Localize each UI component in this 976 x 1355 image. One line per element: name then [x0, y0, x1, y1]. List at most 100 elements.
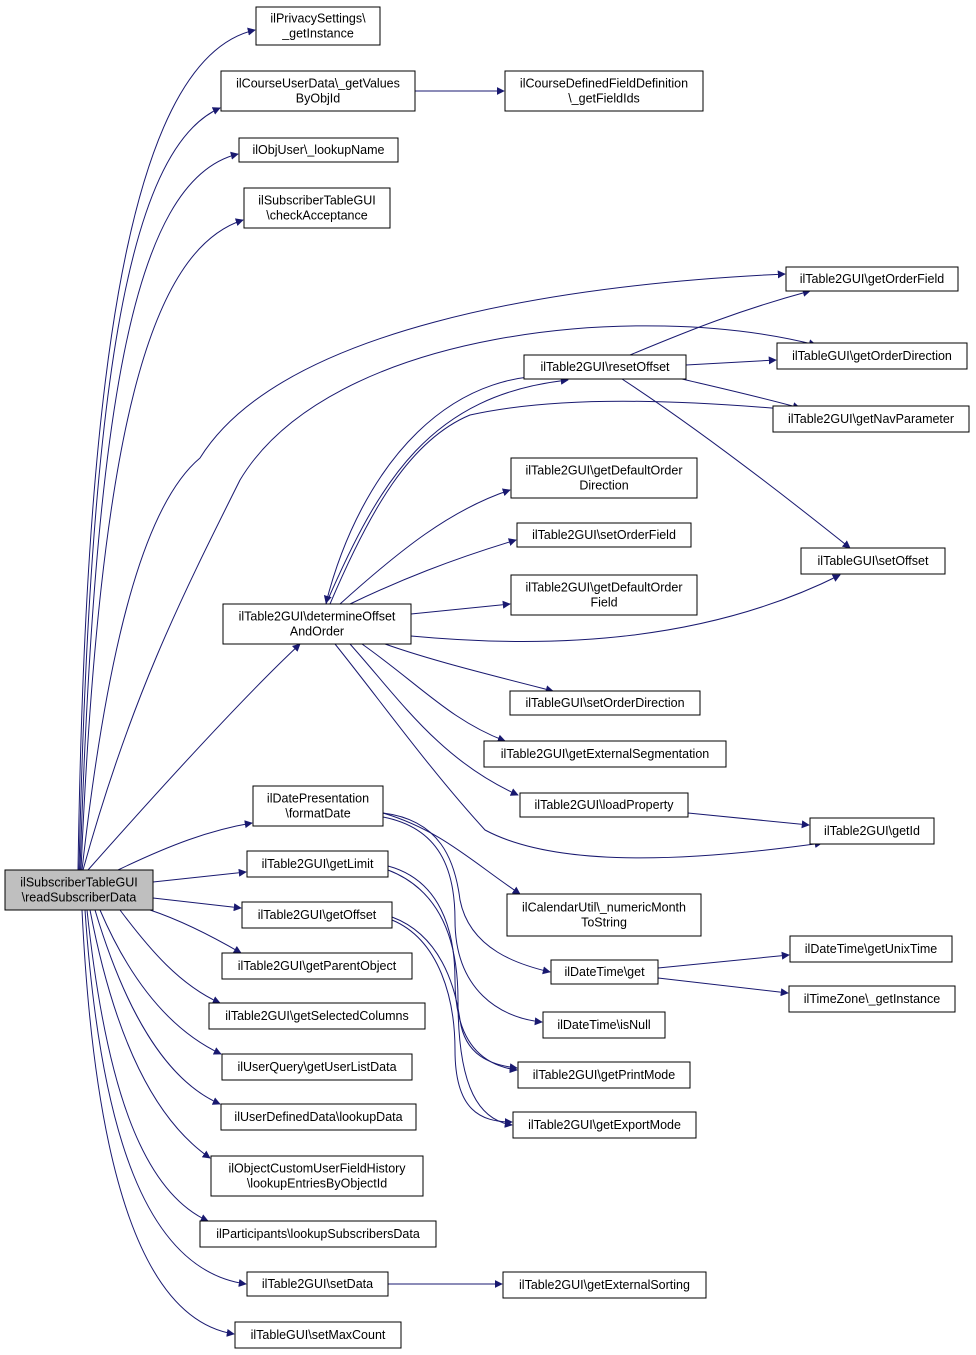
edge-loadprop-to-getid: [687, 812, 810, 829]
edge-getoffset-to-exportmode: [391, 919, 513, 1126]
node-label: ilCourseDefinedFieldDefinition: [520, 77, 688, 91]
node-getoffset[interactable]: ilTable2GUI\getOffset: [241, 901, 393, 929]
node-partsubs[interactable]: ilParticipants\lookupSubscribersData: [199, 1220, 437, 1248]
node-getorderfield[interactable]: ilTable2GUI\getOrderField: [785, 266, 959, 292]
node-box: [221, 952, 413, 980]
node-userlist[interactable]: ilUserQuery\getUserListData: [221, 1053, 413, 1081]
node-getnavparam[interactable]: ilTable2GUI\getNavParameter: [772, 405, 970, 433]
node-box: [234, 1321, 402, 1349]
edge-datetimeget-to-tzinst: [657, 977, 789, 997]
node-box: [512, 1111, 697, 1139]
node-resetoffset[interactable]: ilTable2GUI\resetOffset: [523, 354, 687, 380]
edge-datepres-to-isnull: [382, 816, 543, 1026]
node-box: [252, 785, 384, 827]
node-box: [238, 137, 399, 163]
edge-root-to-getorderdir: [82, 325, 817, 871]
node-label: ilTable2GUI\getNavParameter: [788, 412, 954, 426]
node-label: ilCourseUserData\_getValues: [236, 77, 400, 91]
edge-root-to-getoffset: [152, 897, 242, 912]
edge-determine-to-defaultorderdir: [339, 488, 511, 605]
edge-root-to-setdata: [84, 909, 247, 1287]
edge-resetoffset-to-getorderfield: [629, 289, 811, 356]
node-setdata[interactable]: ilTable2GUI\setData: [246, 1271, 389, 1297]
node-fieldids[interactable]: ilCourseDefinedFieldDefinition\_getField…: [504, 70, 704, 112]
nodes-layer: ilSubscriberTableGUI\readSubscriberData i…: [4, 6, 970, 1349]
edge-determine-to-setoffset: [410, 574, 841, 642]
node-checkacc[interactable]: ilSubscriberTableGUI\checkAcceptance: [243, 187, 391, 229]
edge-resetoffset-to-setoffset: [621, 378, 851, 549]
node-box: [776, 342, 968, 370]
node-box: [542, 1011, 666, 1039]
node-setoffset[interactable]: ilTableGUI\setOffset: [800, 547, 946, 575]
node-extseg[interactable]: ilTable2GUI\getExternalSegmentation: [483, 740, 727, 768]
edges-layer: [77, 27, 851, 1337]
node-label: ilTable2GUI\getLimit: [262, 857, 374, 871]
node-label: ilCalendarUtil\_numericMonth: [522, 901, 686, 915]
node-extsort[interactable]: ilTable2GUI\getExternalSorting: [502, 1271, 707, 1299]
node-box: [809, 817, 935, 845]
node-setorderfield[interactable]: ilTable2GUI\setOrderField: [516, 522, 692, 548]
node-datepres[interactable]: ilDatePresentation\formatDate: [252, 785, 384, 827]
edge-root-to-setmaxcount: [81, 909, 235, 1337]
node-label: ilTable2GUI\resetOffset: [541, 360, 671, 374]
node-loadprop[interactable]: ilTable2GUI\loadProperty: [519, 792, 689, 818]
node-label: \lookupEntriesByObjectId: [247, 1177, 387, 1191]
node-datetimeget[interactable]: ilDateTime\get: [550, 959, 659, 985]
edge-determine-to-loadprop: [349, 643, 519, 796]
node-unixtime[interactable]: ilDateTime\getUnixTime: [789, 935, 953, 963]
node-box: [221, 1053, 413, 1081]
node-setorderdir[interactable]: ilTableGUI\setOrderDirection: [509, 690, 701, 716]
node-udflookup[interactable]: ilUserDefinedData\lookupData: [220, 1103, 417, 1131]
node-privacy[interactable]: ilPrivacySettings\_getInstance: [255, 6, 381, 46]
node-box: [509, 690, 701, 716]
node-getorderdir[interactable]: ilTableGUI\getOrderDirection: [776, 342, 968, 370]
node-printmode[interactable]: ilTable2GUI\getPrintMode: [517, 1061, 691, 1089]
node-box: [220, 70, 416, 112]
node-label: ilTable2GUI\getPrintMode: [533, 1068, 675, 1082]
node-getlimit[interactable]: ilTable2GUI\getLimit: [246, 850, 389, 878]
edge-datetimeget-to-unixtime: [657, 951, 790, 969]
node-label: ilTable2GUI\setData: [262, 1277, 373, 1291]
edge-determine-to-resetoffset: [325, 376, 569, 605]
node-label: ilTable2GUI\setOrderField: [532, 528, 676, 542]
node-getid[interactable]: ilTable2GUI\getId: [809, 817, 935, 845]
node-label: ilDateTime\isNull: [557, 1018, 650, 1032]
node-root[interactable]: ilSubscriberTableGUI\readSubscriberData: [4, 869, 154, 911]
node-label: ByObjId: [296, 92, 341, 106]
node-box: [220, 1103, 417, 1131]
edge-root-to-getorderfield: [81, 270, 786, 871]
edge-getlimit-to-printmode: [387, 865, 518, 1073]
node-label: ilTable2GUI\getExternalSegmentation: [501, 747, 710, 761]
node-exportmode[interactable]: ilTable2GUI\getExportMode: [512, 1111, 697, 1139]
node-box: [199, 1220, 437, 1248]
node-label: ilUserDefinedData\lookupData: [234, 1110, 402, 1124]
node-label: ilTableGUI\getOrderDirection: [792, 349, 952, 363]
node-label: ilPrivacySettings\: [270, 12, 366, 26]
node-label: \checkAcceptance: [266, 209, 367, 223]
edge-root-to-udflookup: [94, 909, 221, 1105]
node-setmaxcount[interactable]: ilTableGUI\setMaxCount: [234, 1321, 402, 1349]
node-parentobj[interactable]: ilTable2GUI\getParentObject: [221, 952, 413, 980]
node-tzinst[interactable]: ilTimeZone\_getInstance: [788, 985, 956, 1013]
node-lookupname[interactable]: ilObjUser\_lookupName: [238, 137, 399, 163]
node-label: ilTable2GUI\getId: [824, 824, 920, 838]
node-isnull[interactable]: ilDateTime\isNull: [542, 1011, 666, 1039]
edge-root-to-userlist: [99, 909, 222, 1055]
node-box: [222, 603, 412, 645]
node-box: [550, 959, 659, 985]
edge-root-to-lookupname: [79, 151, 239, 871]
node-label: ilTable2GUI\getOffset: [258, 908, 377, 922]
node-selcols[interactable]: ilTable2GUI\getSelectedColumns: [208, 1002, 426, 1030]
node-cufhist[interactable]: ilObjectCustomUserFieldHistory\lookupEnt…: [210, 1155, 424, 1197]
edge-resetoffset-to-getorderdir: [685, 356, 777, 366]
node-box: [208, 1002, 426, 1030]
node-label: \readSubscriberData: [22, 891, 137, 905]
node-box: [502, 1271, 707, 1299]
node-box: [510, 457, 698, 499]
